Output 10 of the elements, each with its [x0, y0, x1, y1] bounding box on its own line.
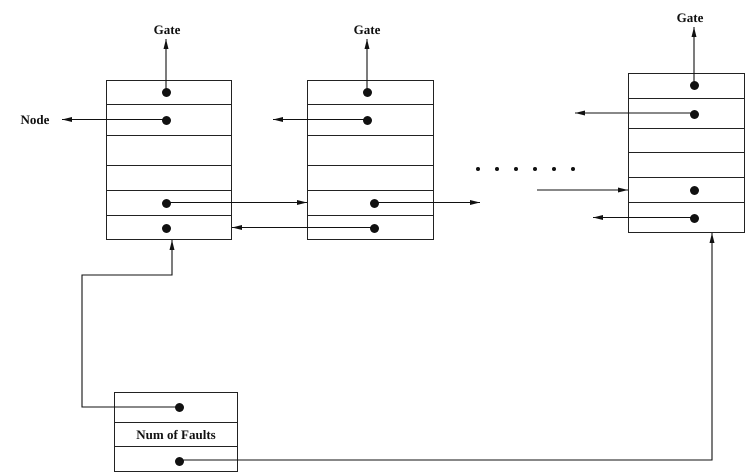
label-text: Gate [669, 9, 711, 27]
label-text: Gate [346, 21, 388, 39]
record-box [307, 80, 434, 240]
label-text: Node [8, 111, 62, 129]
record-box [106, 80, 232, 240]
label-text: Gate [146, 21, 188, 39]
arrow [537, 188, 628, 192]
record-box [114, 392, 238, 472]
record-field: Num of Faults [114, 422, 238, 446]
record-box [628, 73, 745, 233]
